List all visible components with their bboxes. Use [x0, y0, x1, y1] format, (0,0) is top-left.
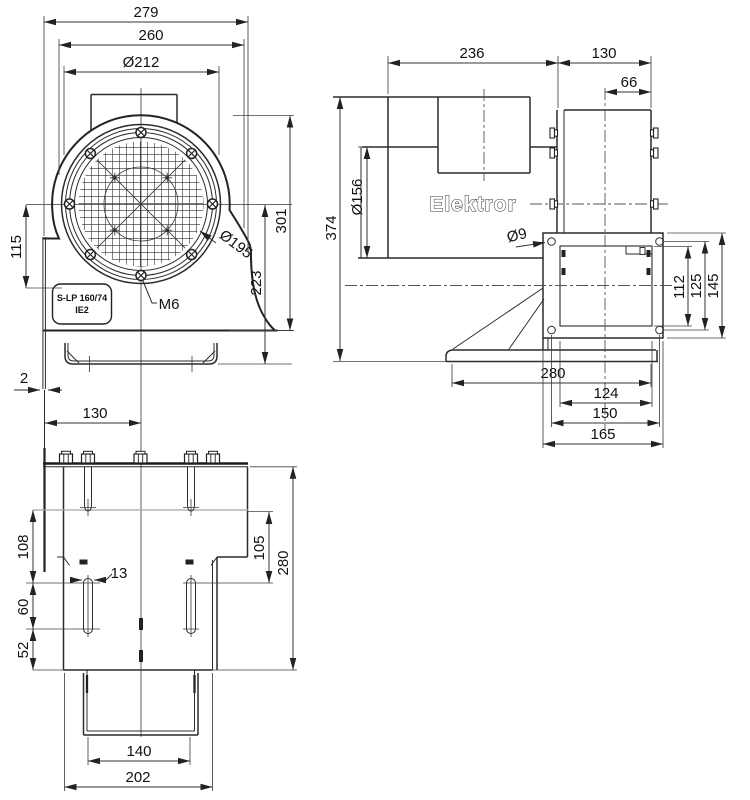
dim-flange-inner-width: 124: [593, 385, 618, 402]
edge-bolts: [58, 450, 221, 464]
motor: [530, 109, 668, 233]
bottom-view: 108 60 52 13 105 280 140 202: [15, 390, 297, 791]
dim-housing-width: 260: [138, 27, 163, 44]
nameplate: S-LP 160/74 IE2: [51, 283, 113, 325]
dim-flange-outer-height: 145: [705, 273, 722, 298]
bottom-dimensions: 108 60 52 13 105 280 140 202: [15, 466, 297, 791]
dim-base-width: 202: [125, 769, 150, 786]
nameplate-class: IE2: [75, 305, 89, 315]
dim-hole-diameter: Ø9: [505, 225, 529, 246]
dim-foot-hole-spacing: 130: [82, 405, 107, 422]
dim-flange-diameter: Ø212: [123, 54, 160, 71]
front-dimensions: 279 260 Ø212 301 223 115 2 130: [8, 4, 294, 448]
outlet-flange: [345, 88, 672, 430]
dim-flange-inner-height: 112: [671, 275, 688, 299]
dim-total-height-side: 374: [323, 215, 340, 240]
dim-base-length-side: 280: [540, 365, 565, 382]
dim-bolt-circle: Ø195: [216, 227, 256, 263]
screw-label: M6: [159, 296, 180, 313]
dim-overall-width: 279: [133, 4, 158, 21]
mounting-slots: [76, 559, 205, 662]
terminal-box-front: [90, 93, 178, 130]
dim-inlet-diameter: Ø156: [349, 179, 366, 216]
dim-slot-width: 13: [111, 565, 128, 582]
dim-slot-offset-right: 105: [251, 535, 268, 560]
dim-total-height: 301: [273, 208, 290, 233]
dim-motor-length: 130: [591, 45, 616, 62]
side-dimensions: 236 130 66 374 Ø156 Ø9 112 125 145 280: [323, 45, 726, 448]
dim-slot-offset-left: 108: [15, 534, 32, 559]
dim-slot-to-edge: 52: [15, 642, 32, 659]
support-base-side: [445, 287, 658, 363]
dim-outlet-height: 223: [248, 270, 265, 295]
dim-flange-outer-width: 165: [590, 426, 615, 443]
outlet-duct: [82, 670, 199, 736]
dim-flange-hole-spacing-v: 125: [688, 273, 705, 298]
nameplate-model: S-LP 160/74: [57, 293, 107, 303]
dim-box-to-face: 66: [621, 74, 638, 91]
dim-outlet-width: 140: [126, 743, 151, 760]
dim-flange-hole-spacing-h: 150: [592, 405, 617, 422]
front-view: S-LP 160/74 IE2 M6 Ø195 279 260 Ø212 301…: [8, 4, 294, 737]
foot-channel-front: [64, 343, 218, 372]
dim-flange-offset: 115: [8, 235, 25, 259]
side-view: Elektror 236: [323, 45, 726, 448]
base-plate-outline: [33, 390, 297, 671]
dim-housing-depth: 236: [459, 45, 484, 62]
brand-logo: Elektror: [429, 193, 516, 216]
terminal-box-side: [437, 89, 531, 181]
dim-wall-thickness: 2: [20, 370, 28, 387]
dim-slot-length: 60: [15, 599, 32, 616]
side-plate-edge: [42, 237, 46, 389]
dim-base-length-bottom: 280: [275, 550, 292, 575]
inlet-grille: [60, 123, 222, 285]
side-housing: [333, 96, 557, 259]
stud-columns: [80, 466, 199, 516]
